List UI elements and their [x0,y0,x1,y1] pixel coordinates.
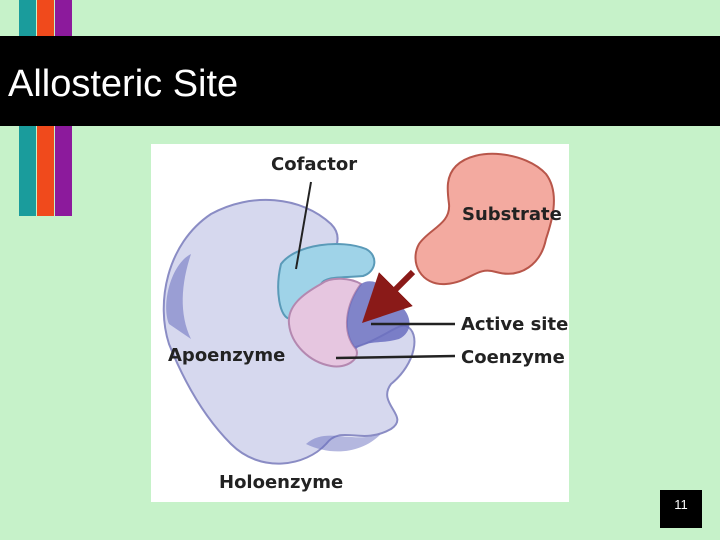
cofactor-leader [295,181,312,270]
holoenzyme-label: Holoenzyme [219,472,343,493]
stripe-orange-top [37,0,54,36]
substrate-shape [414,152,555,286]
binding-arrow [362,269,416,323]
page-number: 11 [660,490,702,528]
enzyme-bottom-shadow [306,434,381,452]
title-bar [0,36,720,126]
slide-title: Allosteric Site [8,63,239,105]
coenzyme-shape [287,277,363,368]
coenzyme-label: Coenzyme [461,347,565,368]
stripe-orange-bottom [37,126,54,216]
active-site-label: Active site [461,314,568,335]
stripe-purple-bottom [55,126,72,216]
stripe-teal-bottom [19,126,36,216]
coenzyme-leader [335,354,456,360]
apoenzyme-label: Apoenzyme [168,345,285,366]
enzyme-diagram: Cofactor Substrate Active site Apoenzyme… [151,144,569,502]
cofactor-label: Cofactor [271,154,357,175]
substrate-label: Substrate [462,204,562,225]
stripe-purple-top [55,0,72,36]
enzyme-shadow [166,254,191,339]
stripe-teal-top [19,0,36,36]
